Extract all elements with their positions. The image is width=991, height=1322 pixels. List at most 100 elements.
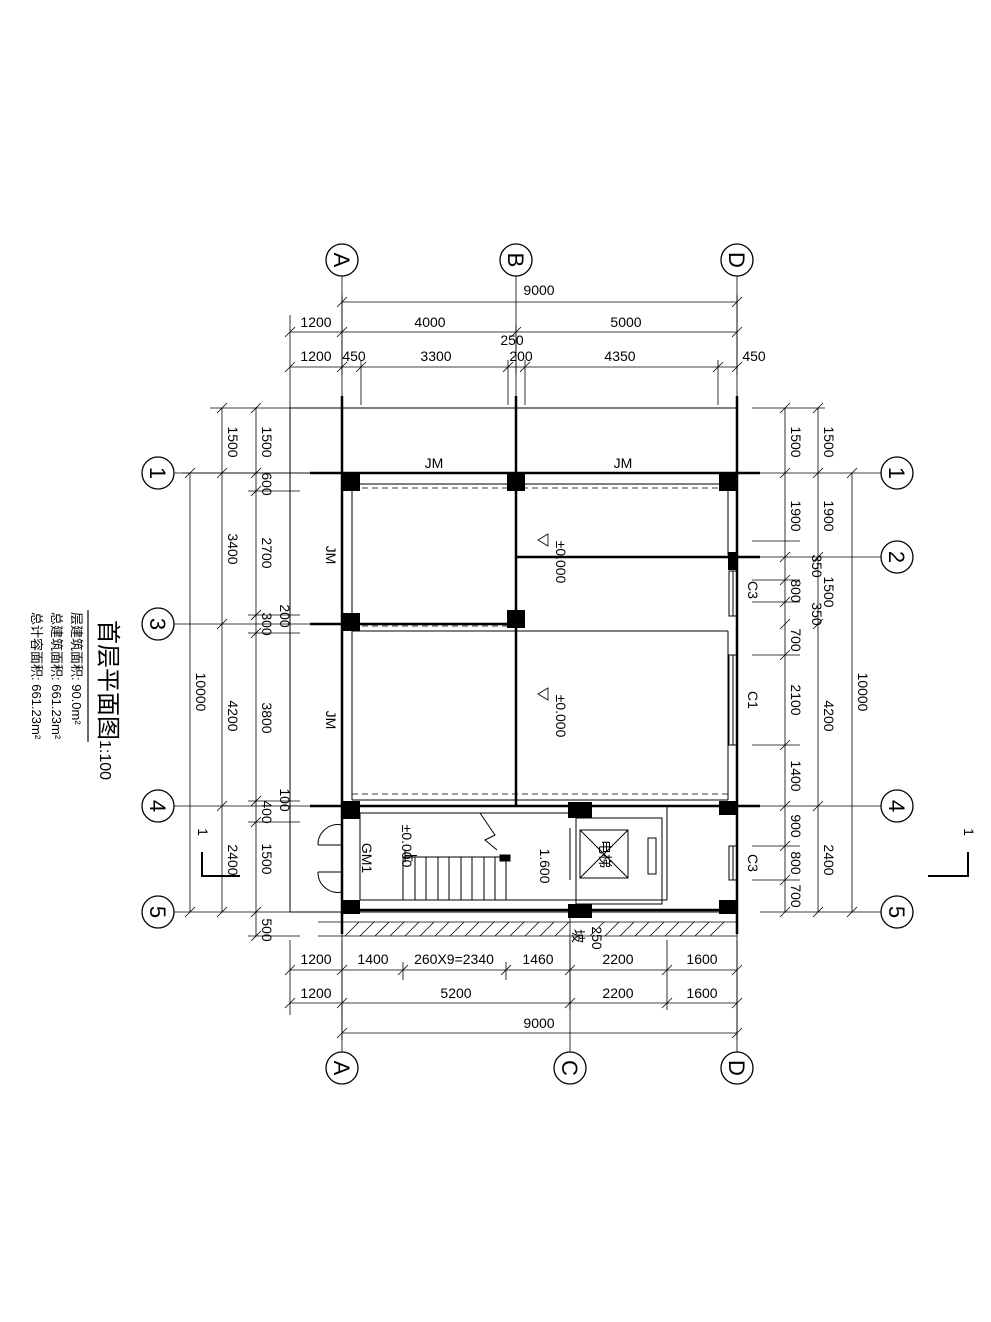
axis-bubble-right-1: 1 — [880, 456, 914, 490]
right-dimension-texts: 1500 1900 350 800 350 700 2100 1400 900 … — [788, 426, 871, 907]
dim-bottom-1600: 1600 — [686, 951, 717, 967]
window-c3b-label: C3 — [745, 854, 761, 872]
axis-bubble-left-5: 5 — [141, 895, 175, 929]
svg-text:±0.000: ±0.000 — [553, 695, 569, 738]
dim-left-in-400: 400 — [259, 800, 275, 824]
door-gm1 — [317, 824, 343, 893]
dim-left-in-1500: 1500 — [259, 426, 275, 457]
bottom-dimensions — [284, 940, 743, 1040]
small-250-label: 250 — [589, 926, 605, 950]
dim-left-in-3800: 3800 — [259, 702, 275, 733]
dim-left-extra-200: 200 — [277, 604, 293, 628]
dim-top-total: 9000 — [523, 282, 554, 298]
dim-bottom-1460: 1460 — [522, 951, 553, 967]
dim-bottom2-1600: 1600 — [686, 985, 717, 1001]
dim-top-1200: 1200 — [300, 314, 331, 330]
beam-label-4: JM — [323, 711, 339, 730]
title-block: 首层平面图 1:100 层建筑面积: 90.0m² 总建筑面积: 661.23m… — [29, 610, 121, 780]
axis-bubble-right-2: 2 — [880, 540, 914, 574]
level-mark-2: ±0.000 — [537, 687, 569, 738]
axis-bubble-left-3: 3 — [141, 607, 175, 641]
dim-left-in-500: 500 — [259, 918, 275, 942]
dim-right-in-350b: 350 — [809, 602, 825, 626]
info-line-2: 总建筑面积: 661.23m² — [49, 612, 64, 740]
dim-bottom-total: 9000 — [523, 1015, 554, 1031]
svg-text:5: 5 — [884, 906, 909, 918]
small-mark-label: 坡 — [570, 929, 586, 943]
svg-text:A: A — [329, 1061, 354, 1076]
dim-right-in-350a: 350 — [809, 554, 825, 578]
dim-right-out-1500b: 1500 — [821, 576, 837, 607]
svg-text:D: D — [724, 252, 749, 268]
axis-bubble-left-1: 1 — [141, 456, 175, 490]
axis-bubble-bottom-c: C — [553, 1051, 587, 1085]
info-line-3: 总计容面积: 661.23m² — [29, 612, 44, 740]
svg-text:D: D — [724, 1060, 749, 1076]
window-c1-label: C1 — [745, 691, 761, 709]
dim-right-in-1400: 1400 — [788, 760, 804, 791]
top-dimensions — [284, 295, 743, 410]
dim-right-out-1500: 1500 — [821, 426, 837, 457]
dim-right-in-700a: 700 — [788, 628, 804, 652]
dim-bottom2-1200: 1200 — [300, 985, 331, 1001]
dim-left-in-300: 300 — [259, 612, 275, 636]
svg-text:5: 5 — [145, 906, 170, 918]
svg-text:1: 1 — [961, 828, 977, 836]
inner-wall-lines — [351, 483, 729, 901]
svg-text:2: 2 — [884, 551, 909, 563]
dim-top2-1200: 1200 — [300, 348, 331, 364]
dim-right-in-1500: 1500 — [788, 426, 804, 457]
dim-left-total: 10000 — [193, 673, 209, 712]
drawing-title: 首层平面图 — [94, 620, 121, 740]
stair — [402, 812, 511, 900]
dim-right-in-1900: 1900 — [788, 500, 804, 531]
svg-text:4: 4 — [145, 800, 170, 812]
dim-right-in-2100: 2100 — [788, 684, 804, 715]
axis-bubble-bottom-a: A — [325, 1051, 359, 1085]
info-line-1: 层建筑面积: 90.0m² — [69, 612, 84, 725]
ground-hatch — [318, 921, 737, 937]
dim-top2-3300: 3300 — [420, 348, 451, 364]
beam-label-1: JM — [425, 455, 444, 471]
axis-bubbles: A B D A C D 1 3 — [141, 243, 914, 1085]
dim-right-in-900: 900 — [788, 814, 804, 838]
svg-text:A: A — [329, 253, 354, 268]
axis-bubble-left-4: 4 — [141, 789, 175, 823]
svg-text:±0.000: ±0.000 — [399, 825, 415, 868]
top-dimension-texts: 9000 1200 4000 5000 250 1200 450 3300 20… — [300, 282, 765, 364]
axis-bubble-top-a: A — [325, 243, 359, 277]
axis-bubble-right-5: 5 — [880, 895, 914, 929]
svg-text:1: 1 — [884, 467, 909, 479]
axis-bubble-top-b: B — [499, 243, 533, 277]
dim-top2-450a: 450 — [342, 348, 366, 364]
level-mark-4: 1.600 — [537, 848, 553, 883]
dim-left-4200: 4200 — [225, 700, 241, 731]
svg-text:B: B — [503, 253, 528, 268]
window-c3a-label: C3 — [745, 581, 761, 599]
dim-right-in-700b: 700 — [788, 884, 804, 908]
level-mark-3: ±0.000 — [399, 825, 415, 868]
windows — [728, 570, 738, 881]
dim-left-3400: 3400 — [225, 533, 241, 564]
elevator: 电梯 — [569, 817, 663, 905]
dim-top2-4350: 4350 — [604, 348, 635, 364]
dim-right-in-800: 800 — [788, 579, 804, 603]
dim-bottom-1200: 1200 — [300, 951, 331, 967]
main-walls — [310, 396, 760, 934]
right-dimensions — [752, 402, 858, 918]
level-mark-1: ±0.000 — [537, 533, 569, 584]
section-mark-right: 1 — [928, 828, 977, 877]
dim-bottom-2200: 2200 — [602, 951, 633, 967]
beam-label-3: JM — [323, 546, 339, 565]
dim-right-in-800b: 800 — [788, 851, 804, 875]
beam-lines — [352, 487, 728, 795]
svg-text:C: C — [557, 1060, 582, 1076]
dim-bottom2-5200: 5200 — [440, 985, 471, 1001]
dim-left-in-600: 600 — [259, 472, 275, 496]
dim-top-5000: 5000 — [610, 314, 641, 330]
dim-bottom-stair: 260X9=2340 — [414, 951, 494, 967]
elevator-label: 电梯 — [597, 840, 613, 868]
svg-text:±0.000: ±0.000 — [553, 541, 569, 584]
section-mark-left: 1 — [195, 828, 240, 877]
dim-top2-200: 200 — [509, 348, 533, 364]
